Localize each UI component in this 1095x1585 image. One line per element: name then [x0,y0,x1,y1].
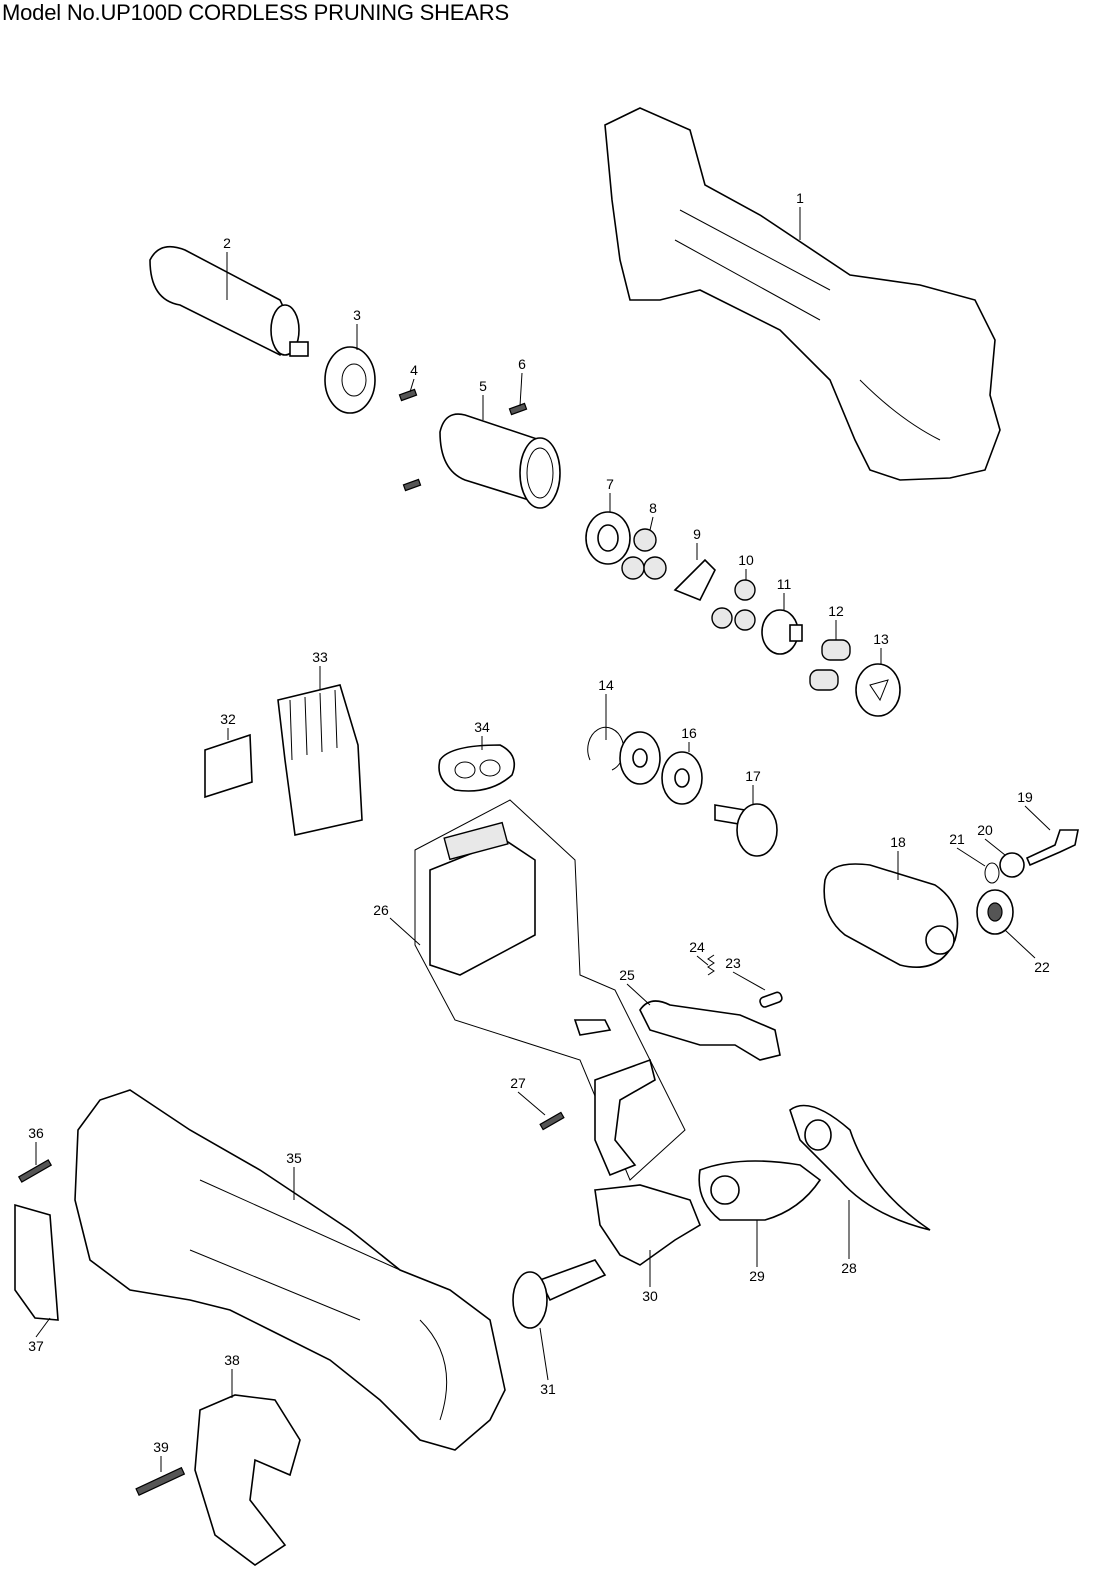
part-30-blade-holder [594,1184,701,1266]
callout-16: 16 [681,725,697,741]
part-36-screw [17,1159,53,1183]
part-2-motor [149,245,289,357]
callout-30: 30 [642,1288,658,1304]
part-27-screw [539,1111,565,1131]
callout-20: 20 [977,822,993,838]
callout-33: 33 [312,649,328,665]
part-18-head [823,863,959,969]
callout-13: 13 [873,631,889,647]
part-19-bolt [1025,829,1079,867]
part-35-housing [74,1089,506,1451]
callout-34: 34 [474,719,490,735]
part-24-spring [707,954,715,976]
diagram-title: Model No.UP100D CORDLESS PRUNING SHEARS [2,0,509,25]
callout-39: 39 [153,1439,169,1455]
part-29-anvil [698,1160,822,1221]
callout-12: 12 [828,603,844,619]
part-33-terminal [277,684,363,836]
part-9-carrier [673,558,716,602]
callout-37: 37 [28,1338,44,1354]
part-3 [324,346,376,414]
callout-32: 32 [220,711,236,727]
part-34-cover [438,744,516,792]
callout-21: 21 [949,831,965,847]
part-23-pin [759,991,783,1008]
callout-9: 9 [693,526,701,542]
callout-24: 24 [689,939,705,955]
part-13 [855,663,901,717]
callout-18: 18 [890,834,906,850]
part-32-label [204,733,253,799]
callout-38: 38 [224,1352,240,1368]
part-21-o-ring [984,862,1000,884]
part-38-cover [194,1394,301,1566]
callout-4: 4 [410,362,418,378]
part-4-screw [398,388,418,402]
part-26-controller [429,839,536,976]
part-25-lever [639,1000,781,1061]
callout-5: 5 [479,378,487,394]
callout-2: 2 [223,235,231,251]
callout-19: 19 [1017,789,1033,805]
part-20-lock-washer [999,852,1025,878]
callout-26: 26 [373,902,389,918]
part-31-shaft [538,1259,607,1302]
part-1-housing [604,107,1001,481]
callout-35: 35 [286,1150,302,1166]
callout-10: 10 [738,552,754,568]
part-8-gears [621,528,667,580]
leader-lines [35,207,1051,1472]
callout-22: 22 [1034,959,1050,975]
callout-3: 3 [353,307,361,323]
callout-28: 28 [841,1260,857,1276]
callout-14: 14 [598,677,614,693]
callout-29: 29 [749,1268,765,1284]
part-39-screw [135,1466,186,1496]
part-10-gears [711,579,756,631]
callout-31: 31 [540,1381,556,1397]
callout-1: 1 [796,190,804,206]
callout-36: 36 [28,1125,44,1141]
callout-25: 25 [619,967,635,983]
callout-17: 17 [745,768,761,784]
callout-23: 23 [725,955,741,971]
callout-7: 7 [606,476,614,492]
callout-11: 11 [776,576,792,592]
part-37-label [14,1203,59,1321]
part-12-gears [809,639,851,691]
callout-27: 27 [510,1075,526,1091]
callout-8: 8 [649,500,657,516]
part-26-outline [414,799,686,1181]
callout-6: 6 [518,356,526,372]
